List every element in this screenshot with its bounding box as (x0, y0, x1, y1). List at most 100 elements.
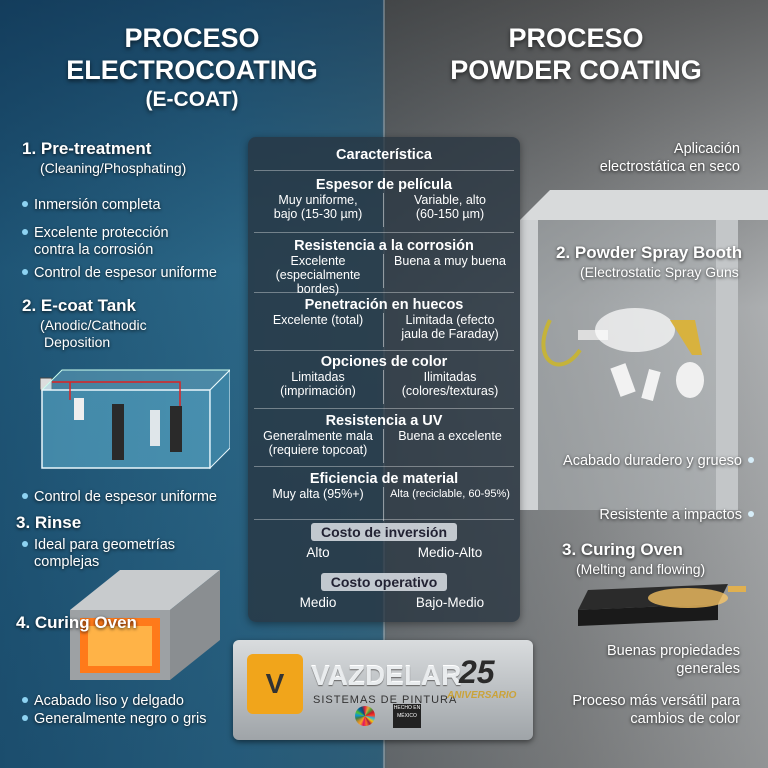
bullet-dot (748, 511, 754, 518)
vazdelar-logo-icon: V (247, 654, 303, 714)
table-header: Característica (336, 147, 432, 163)
right-step2-title: 2. Powder Spray Booth (556, 243, 743, 262)
value-line: (60-150 µm) (415, 207, 485, 221)
right-step3-sub: (Melting and flowing) (576, 561, 706, 577)
value-line: (imprimación) (280, 384, 356, 398)
row-title: Eficiencia de material (309, 471, 459, 487)
bullet-dot (22, 201, 28, 208)
left-title: PROCESO ELECTROCOATING (E-COAT) (20, 22, 364, 114)
powder-value: Alta (reciclable, 60-95%) (386, 487, 514, 501)
value-line: (requiere topcoat) (268, 443, 368, 457)
ecoat-value: Generalmente mala(requiere topcoat) (254, 429, 382, 457)
right-step3-title: 3. Curing Oven (562, 540, 683, 559)
value-line: Variable, alto (413, 193, 487, 207)
value-line: (colores/texturas) (401, 384, 499, 398)
left-title-line1: PROCESO (124, 23, 260, 53)
left-step3-title: 3. Rinse (16, 513, 82, 532)
bullet-text: Control de espesor uniforme (34, 489, 217, 505)
bullet-text: Ideal para geometrías (34, 537, 176, 553)
powder-value: Variable, alto(60-150 µm) (386, 193, 514, 221)
value-line: Alta (reciclable, 60-95%) (390, 488, 510, 500)
anniversary-label: ANIVERSARIO (447, 690, 517, 701)
row-separator (254, 350, 514, 351)
row-title: Resistencia a UV (325, 413, 443, 429)
table-row: Eficiencia de material Muy alta (95%+) A… (254, 471, 514, 521)
row-values: Muy alta (95%+) Alta (reciclable, 60-95%… (254, 487, 514, 521)
ecoat-value: Excelente(especialmente bordes) (254, 254, 382, 296)
cost-operating-row: Costo operativo Medio Bajo-Medio (254, 573, 514, 616)
bullet-dot (22, 229, 28, 236)
ecoat-tank-illustration (40, 369, 230, 470)
right-title: PROCESO POWDER COATING (404, 22, 748, 86)
made-in-mexico-badge: HECHO EN MÉXICO (393, 704, 421, 728)
row-title: Opciones de color (320, 354, 448, 370)
value-line: Buena a muy buena (394, 254, 506, 268)
value-line: (especialmente bordes) (275, 268, 361, 296)
value-line: bajo (15-30 µm) (273, 207, 363, 221)
row-values: Alto Medio-Alto (254, 546, 514, 566)
left-step2-sub1: (Anodic/Cathodic (40, 317, 147, 333)
value-line: Limitada (efecto (405, 313, 495, 327)
spray-booth-illustration (520, 190, 768, 510)
right-bullet-2: Resistente a impactos (510, 506, 754, 524)
row-title: Espesor de película (315, 177, 453, 193)
row-values: Excelente(especialmente bordes) Buena a … (254, 254, 514, 296)
left-bullet-5: Ideal para geometrías (22, 536, 175, 554)
comparison-table: Característica Espesor de película Muy u… (248, 137, 520, 622)
powder-value: Buena a muy buena (386, 254, 514, 268)
left-title-line3: (E-COAT) (145, 88, 239, 111)
row-title: Resistencia a la corrosión (294, 238, 474, 254)
value-line: Limitadas (291, 370, 345, 384)
bullet-text: Acabado liso y delgado (34, 693, 184, 709)
vazdelar-logo-plate: V VAZDELAR SISTEMAS DE PINTURA HECHO EN … (233, 640, 533, 740)
right-intro-2: electrostática en seco (599, 159, 740, 175)
value-line: Generalmente mala (263, 429, 373, 443)
right-bullet-1: Acabado duradero y grueso (510, 452, 754, 470)
powder-value: Bajo-Medio (415, 595, 485, 610)
curing-oven-illustration (70, 570, 220, 680)
right-title-line2: POWDER COATING (450, 55, 702, 85)
cost-investment-title: Costo de inversión (310, 523, 458, 541)
ecoat-value: Alto (306, 545, 330, 560)
column-separator (383, 370, 384, 404)
right-bullet-3b: generales (676, 661, 740, 677)
bullet-dot (748, 457, 754, 464)
left-bullet-6: Acabado liso y delgado (22, 692, 184, 710)
row-title: Penetración en huecos (304, 297, 464, 313)
right-title-line1: PROCESO (508, 23, 644, 53)
table-row: Espesor de película Muy uniforme,bajo (1… (254, 177, 514, 227)
row-separator (254, 232, 514, 233)
ecoat-value: Medio (299, 595, 337, 610)
bullet-text: Control de espesor uniforme (34, 265, 217, 281)
brand-subtitle: SISTEMAS DE PINTURA (313, 694, 458, 706)
cost-operating-title: Costo operativo (320, 573, 448, 591)
ecoat-value: Excelente (total) (254, 313, 382, 327)
left-bullet-3: Control de espesor uniforme (22, 264, 217, 282)
bullet-dot (22, 541, 28, 548)
value-line: jaula de Faraday) (401, 327, 499, 341)
left-step1-sub: (Cleaning/Phosphating) (40, 160, 187, 176)
value-line: Excelente (290, 254, 346, 268)
sdg-wheel-icon (355, 706, 375, 726)
powder-value: Ilimitadas(colores/texturas) (386, 370, 514, 398)
value-line: Muy alta (95%+) (272, 487, 364, 501)
row-values: Limitadas(imprimación) Ilimitadas(colore… (254, 370, 514, 404)
right-intro-1: Aplicación (673, 141, 740, 157)
row-separator (254, 466, 514, 467)
value-line: Muy uniforme, (278, 193, 358, 207)
right-bullet-3: Buenas propiedades (606, 643, 740, 659)
column-separator (383, 429, 384, 463)
right-step2-sub: (Electrostatic Spray Guns (580, 264, 739, 280)
left-bullet-1: Inmersión completa (22, 196, 161, 214)
powder-value: Buena a excelente (386, 429, 514, 443)
row-separator (254, 408, 514, 409)
column-separator (383, 313, 384, 347)
ecoat-value: Limitadas(imprimación) (254, 370, 382, 398)
value-line: Ilimitadas (423, 370, 477, 384)
row-values: Generalmente mala(requiere topcoat) Buen… (254, 429, 514, 463)
ecoat-value: Muy uniforme,bajo (15-30 µm) (254, 193, 382, 221)
right-bullet-4: Proceso más versátil para (572, 693, 740, 709)
row-values: Muy uniforme,bajo (15-30 µm) Variable, a… (254, 193, 514, 227)
